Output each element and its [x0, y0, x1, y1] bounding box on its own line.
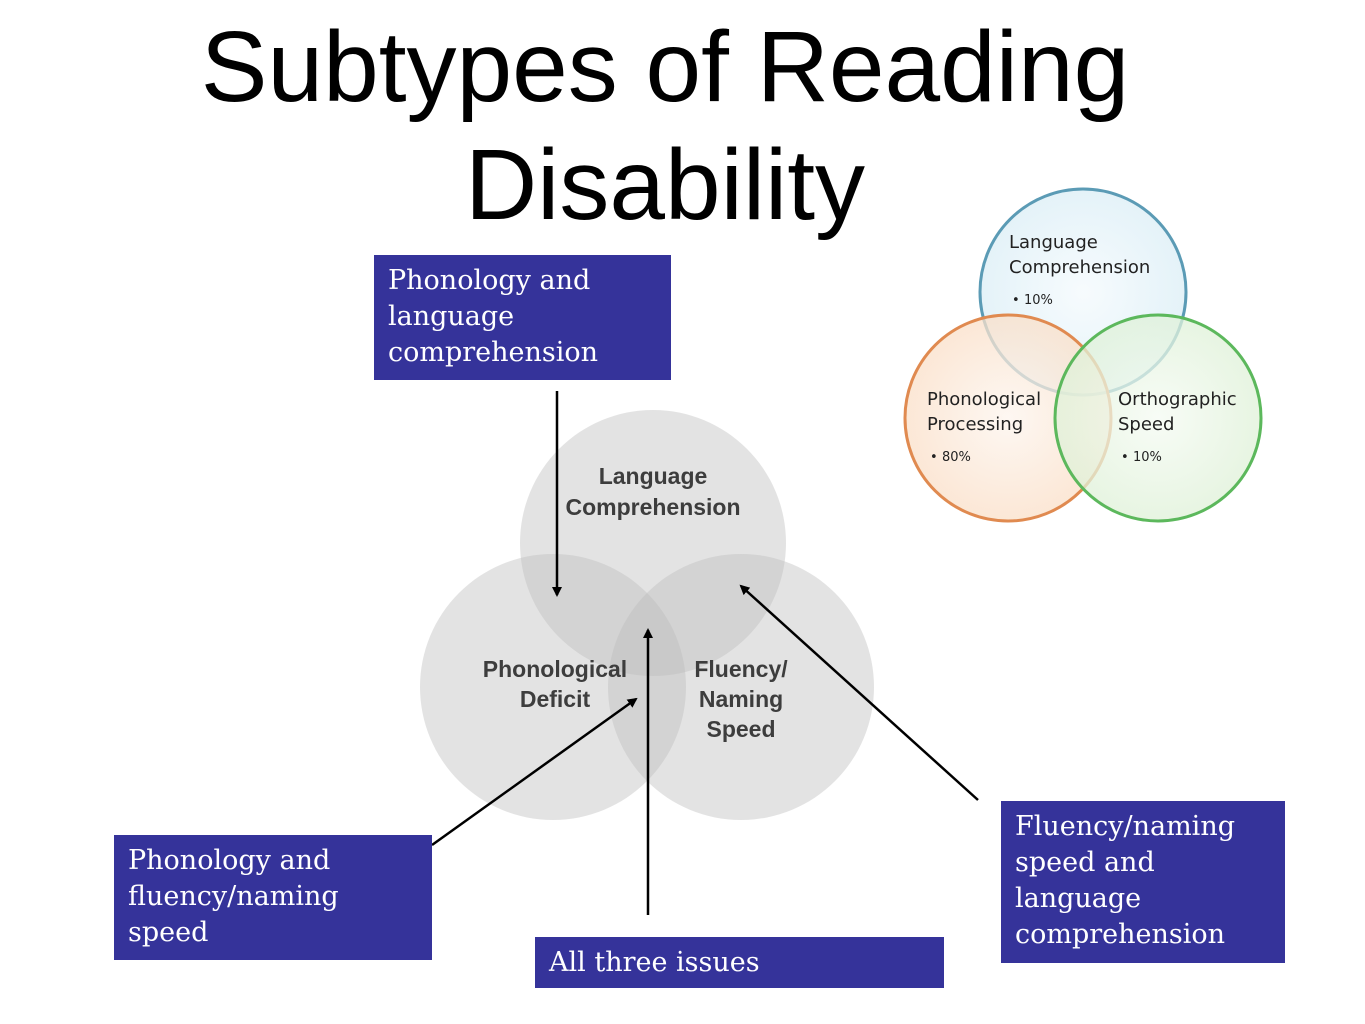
small-bullet-orthographic: • — [1121, 450, 1129, 465]
arrow-left-callout — [431, 697, 638, 847]
callout-all-three: All three issues — [535, 937, 944, 988]
small-label-orthographic-2: Speed — [1118, 414, 1174, 435]
callout-phonology-language: Phonology and language comprehension — [374, 255, 671, 380]
main-label-language-2: Comprehension — [565, 494, 740, 520]
main-label-fluency-3: Speed — [706, 716, 775, 742]
small-pct-phonological: 80% — [942, 450, 971, 465]
venn-circle-phonological — [420, 554, 686, 820]
small-pct-language: 10% — [1024, 293, 1053, 308]
callout-fluency-language: Fluency/naming speed and language compre… — [1001, 801, 1285, 963]
venn-circle-fluency — [608, 554, 874, 820]
main-label-language-1: Language — [599, 463, 708, 489]
arrow-right-callout — [739, 584, 979, 801]
small-bullet-phonological: • — [930, 450, 938, 465]
small-circle-orthographic — [1053, 313, 1263, 523]
small-label-language-2: Comprehension — [1009, 257, 1150, 278]
small-label-orthographic-1: Orthographic — [1118, 389, 1237, 410]
main-venn: Language Comprehension Phonological Defi… — [420, 410, 874, 820]
main-label-phonological-1: Phonological — [483, 656, 627, 682]
small-bullet-language: • — [1012, 293, 1020, 308]
small-label-phonological-2: Processing — [927, 414, 1023, 435]
main-label-fluency-2: Naming — [699, 686, 783, 712]
small-label-language-1: Language — [1009, 232, 1098, 253]
main-label-phonological-2: Deficit — [520, 686, 591, 712]
callout-phonology-fluency: Phonology and fluency/naming speed — [114, 835, 432, 960]
small-venn: Language Comprehension • 10% Phonologica… — [903, 187, 1263, 523]
venn-circle-language — [520, 410, 786, 676]
small-label-phonological-1: Phonological — [927, 389, 1041, 410]
page-title: Subtypes of Reading Disability — [200, 11, 1130, 241]
main-label-fluency-1: Fluency/ — [694, 656, 788, 682]
small-pct-orthographic: 10% — [1133, 450, 1162, 465]
